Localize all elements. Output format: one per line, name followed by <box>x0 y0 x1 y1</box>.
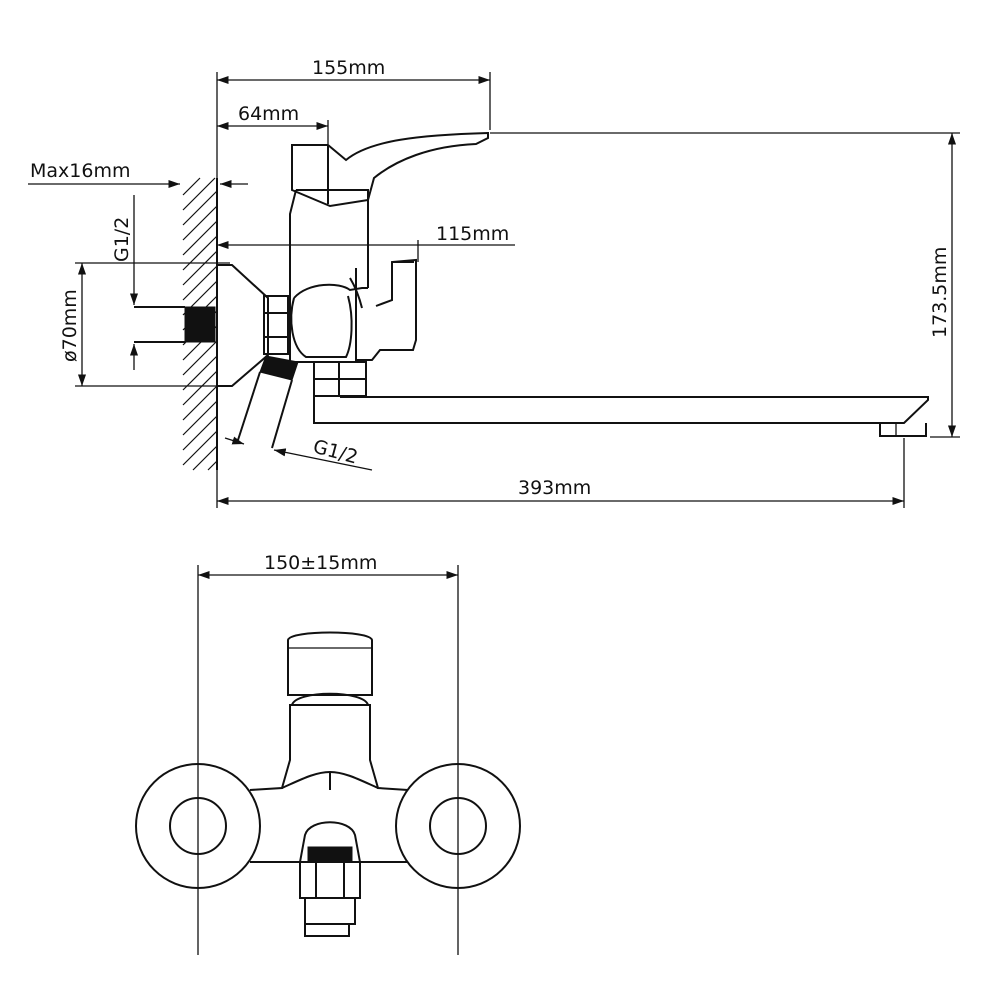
front-view: 150±15mm <box>135 552 521 955</box>
dim-115-label: 115mm <box>436 223 509 245</box>
dim-g12-side-label: G1/2 <box>311 436 360 469</box>
handle <box>291 131 489 208</box>
wall-inlet-pipe <box>134 306 216 343</box>
dim-70: ø70mm <box>59 262 230 387</box>
dim-64: 64mm <box>217 103 329 144</box>
dim-64-label: 64mm <box>238 103 299 125</box>
front-handle <box>287 631 373 696</box>
dim-g12-wall-label: G1/2 <box>111 217 133 262</box>
dim-155-label: 155mm <box>312 57 385 79</box>
hex-nut <box>263 295 289 355</box>
dim-173-label: 173.5mm <box>929 247 951 338</box>
front-body <box>249 692 409 863</box>
dim-155: 155mm <box>216 57 491 178</box>
dim-115: 115mm <box>217 223 515 262</box>
spout <box>313 396 929 437</box>
dim-150-label: 150±15mm <box>264 552 377 574</box>
front-outlet <box>299 846 361 937</box>
dim-max16-label: Max16mm <box>30 160 130 182</box>
dim-150: 150±15mm <box>197 552 459 955</box>
dim-g12-side: G1/2 <box>224 436 373 471</box>
dim-393-label: 393mm <box>518 477 591 499</box>
dim-393: 393mm <box>216 438 905 508</box>
dim-173: 173.5mm <box>490 132 960 438</box>
dim-70-label: ø70mm <box>59 289 81 362</box>
dim-max16: Max16mm <box>28 160 248 189</box>
faucet-body <box>289 189 417 363</box>
eccentric-connector <box>237 355 299 449</box>
dim-g12-wall: G1/2 <box>111 195 139 370</box>
side-view: 155mm 64mm Max16mm G1/2 115mm <box>28 57 960 508</box>
body-lower-nut <box>313 361 367 397</box>
flange <box>217 264 269 387</box>
